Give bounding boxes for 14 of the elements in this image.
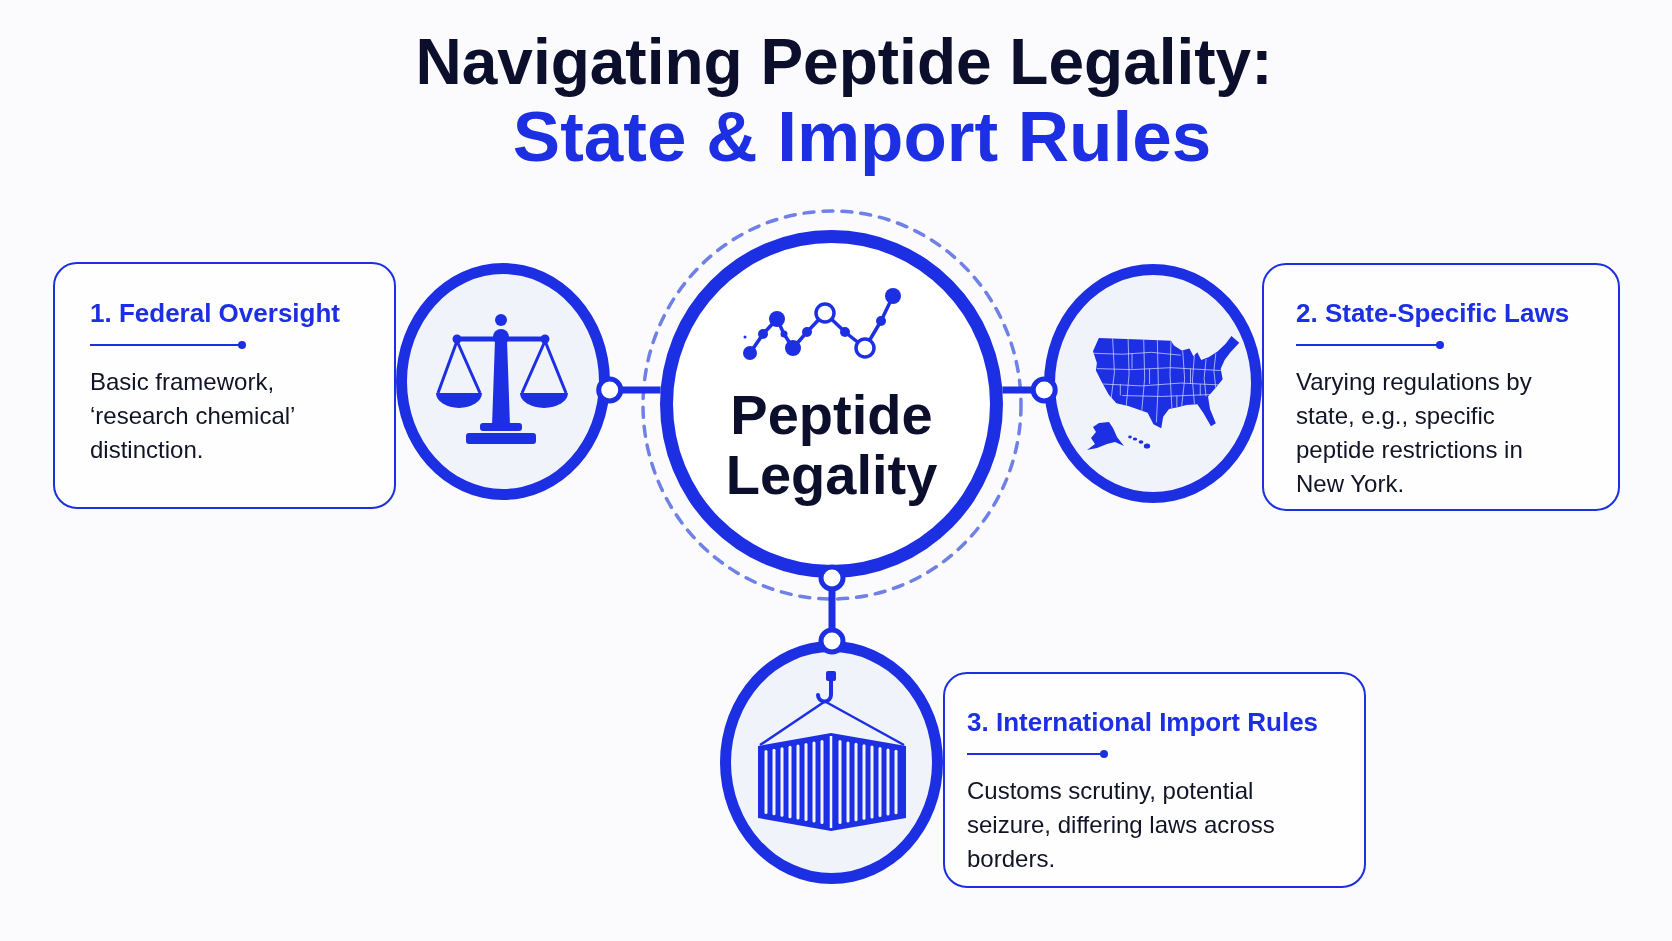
card-heading: 1. Federal Oversight (90, 297, 340, 329)
hub-label: Peptide Legality (724, 385, 939, 505)
card-heading: 2. State-Specific Laws (1296, 297, 1570, 329)
card-text: Varying regulations by state, e.g., specific peptide restrictions in New York. (1296, 367, 1533, 499)
info-card (943, 672, 1366, 888)
connector-line (1002, 376, 1058, 404)
subtitle: State & Import Rules (512, 97, 1212, 177)
card-text: Customs scrutiny, potential seizure, differing laws across borders. (967, 776, 1276, 874)
card-text: Basic framework, ‘research chemical’ distinction. (90, 367, 296, 465)
connector-line (818, 564, 846, 655)
info-card (1262, 263, 1620, 511)
title: Navigating Peptide Legality: (415, 26, 1273, 98)
info-card (53, 262, 396, 509)
card-heading: 3. International Import Rules (967, 706, 1319, 738)
